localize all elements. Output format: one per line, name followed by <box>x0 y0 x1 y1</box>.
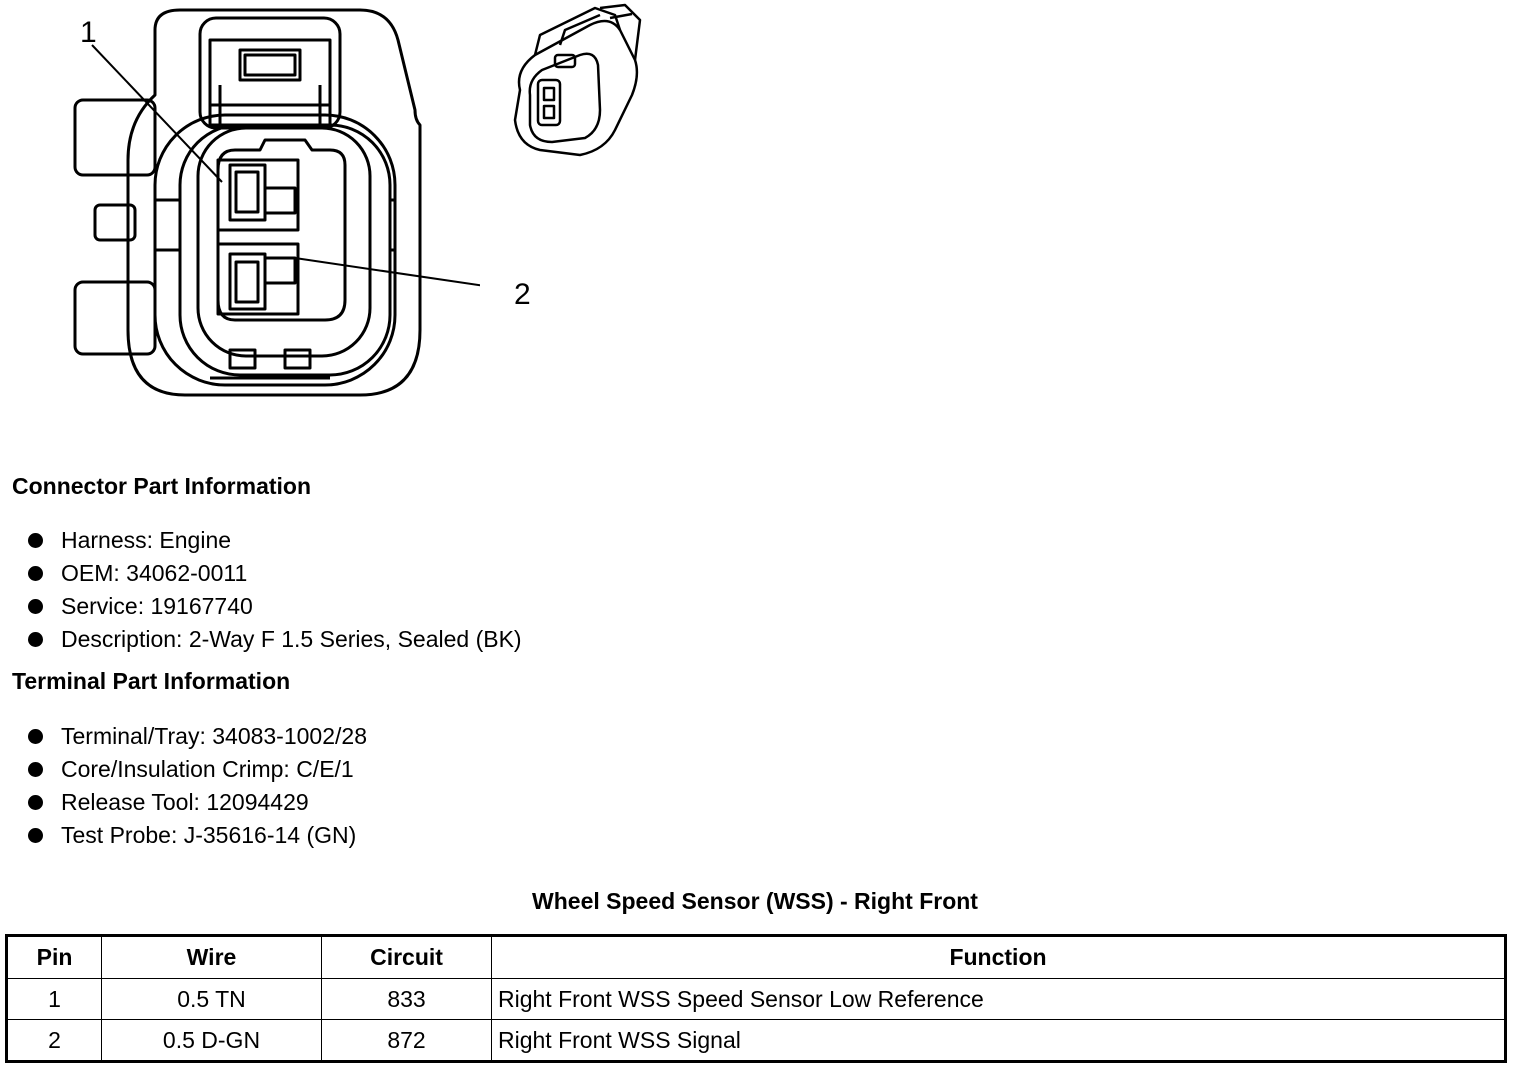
cell-wire: 0.5 TN <box>101 978 322 1020</box>
cell-function: Right Front WSS Signal <box>491 1019 1506 1062</box>
list-item: Description: 2-Way F 1.5 Series, Sealed … <box>28 623 522 656</box>
terminal-part-info-heading: Terminal Part Information <box>12 668 291 694</box>
bullet-icon <box>28 795 43 810</box>
header-function: Function <box>491 935 1506 979</box>
pinout-table-title: Wheel Speed Sensor (WSS) - Right Front <box>532 888 978 914</box>
table-header-row: Pin Wire Circuit Function <box>6 935 1506 979</box>
cell-pin: 1 <box>6 978 102 1020</box>
pinout-table: Pin Wire Circuit Function 1 0.5 TN 833 R… <box>5 934 1507 1063</box>
cell-wire: 0.5 D-GN <box>101 1019 322 1062</box>
list-item: Core/Insulation Crimp: C/E/1 <box>28 753 367 786</box>
terminal-part-info-list: Terminal/Tray: 34083-1002/28 Core/Insula… <box>28 720 367 852</box>
list-item: OEM: 34062-0011 <box>28 557 522 590</box>
connector-face-diagram <box>73 8 480 397</box>
list-item: Service: 19167740 <box>28 590 522 623</box>
bullet-icon <box>28 762 43 777</box>
bullet-icon <box>28 533 43 548</box>
header-wire: Wire <box>101 935 322 979</box>
list-item: Terminal/Tray: 34083-1002/28 <box>28 720 367 753</box>
cell-pin: 2 <box>6 1019 102 1062</box>
list-item: Release Tool: 12094429 <box>28 786 367 819</box>
header-circuit: Circuit <box>321 935 492 979</box>
callout-2: 2 <box>514 278 531 311</box>
bullet-icon <box>28 566 43 581</box>
callout-1: 1 <box>80 16 97 49</box>
header-pin: Pin <box>6 935 102 979</box>
connector-part-info-heading: Connector Part Information <box>12 473 312 499</box>
cell-circuit: 872 <box>321 1019 492 1062</box>
list-item: Test Probe: J-35616-14 (GN) <box>28 819 367 852</box>
cell-function: Right Front WSS Speed Sensor Low Referen… <box>491 978 1506 1020</box>
table-row: 2 0.5 D-GN 872 Right Front WSS Signal <box>6 1019 1506 1062</box>
bullet-icon <box>28 599 43 614</box>
connector-isometric-view <box>513 3 642 157</box>
bullet-icon <box>28 828 43 843</box>
bullet-icon <box>28 632 43 647</box>
connector-part-info-list: Harness: Engine OEM: 34062-0011 Service:… <box>28 524 522 656</box>
cell-circuit: 833 <box>321 978 492 1020</box>
table-row: 1 0.5 TN 833 Right Front WSS Speed Senso… <box>6 978 1506 1020</box>
bullet-icon <box>28 729 43 744</box>
list-item: Harness: Engine <box>28 524 522 557</box>
